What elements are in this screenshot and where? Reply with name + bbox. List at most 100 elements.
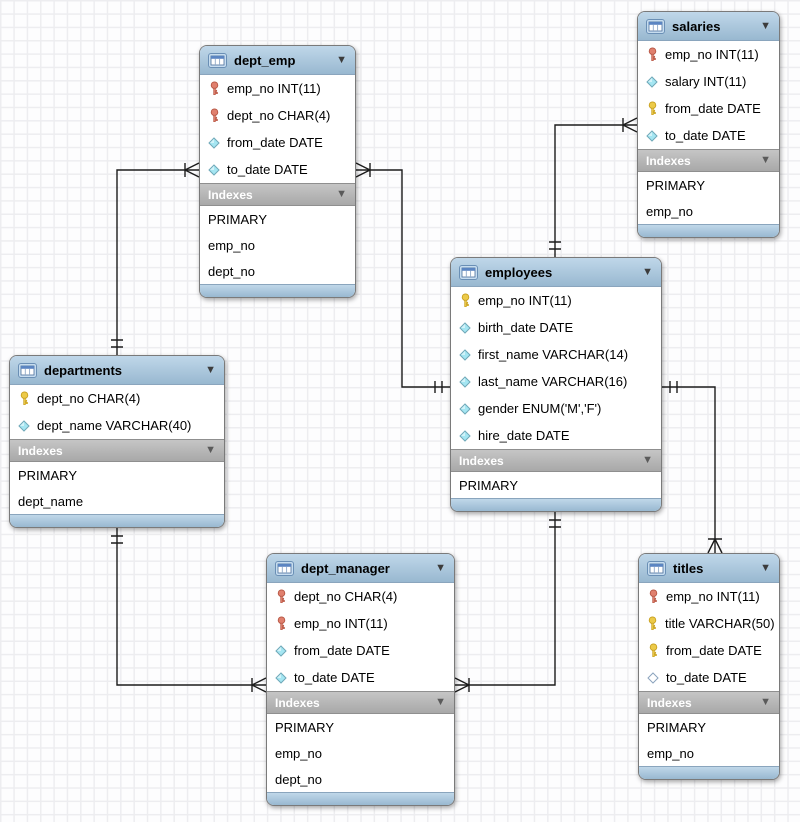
column-row[interactable]: emp_no INT(11) — [267, 610, 454, 637]
indexes-header[interactable]: Indexes ▼ — [10, 439, 224, 462]
column-row[interactable]: last_name VARCHAR(16) — [451, 368, 661, 395]
collapse-arrow-icon[interactable]: ▼ — [642, 265, 653, 278]
column-row[interactable]: hire_date DATE — [451, 422, 661, 449]
column-row[interactable]: from_date DATE — [200, 129, 355, 156]
column-text: dept_no CHAR(4) — [227, 108, 331, 123]
collapse-arrow-icon[interactable]: ▼ — [205, 363, 216, 376]
indexes-label: Indexes — [646, 153, 691, 168]
collapse-arrow-icon[interactable]: ▼ — [435, 696, 446, 708]
index-row[interactable]: PRIMARY — [267, 714, 454, 740]
index-row[interactable]: emp_no — [200, 232, 355, 258]
relationship-dept_manager-departments[interactable] — [111, 528, 267, 693]
table-footer — [639, 766, 779, 779]
indexes-header[interactable]: Indexes ▼ — [638, 149, 779, 172]
index-row[interactable]: dept_no — [267, 766, 454, 792]
column-row[interactable]: to_date DATE — [638, 122, 779, 149]
column-row[interactable]: emp_no INT(11) — [451, 287, 661, 314]
column-row[interactable]: emp_no INT(11) — [639, 583, 779, 610]
column-row[interactable]: dept_no CHAR(4) — [267, 583, 454, 610]
indexes-header[interactable]: Indexes ▼ — [200, 183, 355, 206]
table-titles[interactable]: titles ▼ emp_no INT(11) title VARCHAR(50… — [638, 553, 780, 780]
indexes-header[interactable]: Indexes ▼ — [267, 691, 454, 714]
collapse-arrow-icon[interactable]: ▼ — [642, 454, 653, 466]
table-footer — [10, 514, 224, 527]
column-row[interactable]: emp_no INT(11) — [200, 75, 355, 102]
index-row[interactable]: dept_name — [10, 488, 224, 514]
column-row[interactable]: dept_name VARCHAR(40) — [10, 412, 224, 439]
column-text: salary INT(11) — [665, 74, 747, 89]
index-row[interactable]: PRIMARY — [639, 714, 779, 740]
column-text: birth_date DATE — [478, 320, 574, 335]
index-list: PRIMARY — [451, 472, 661, 498]
index-row[interactable]: emp_no — [639, 740, 779, 766]
collapse-arrow-icon[interactable]: ▼ — [205, 444, 216, 456]
column-list: dept_no CHAR(4) emp_no INT(11) from_date… — [267, 583, 454, 691]
column-row[interactable]: from_date DATE — [267, 637, 454, 664]
index-row[interactable]: emp_no — [267, 740, 454, 766]
relationship-titles-employees[interactable] — [662, 381, 723, 554]
column-row[interactable]: dept_no CHAR(4) — [200, 102, 355, 129]
indexes-header[interactable]: Indexes ▼ — [451, 449, 661, 472]
collapse-arrow-icon[interactable]: ▼ — [760, 561, 771, 574]
cardinality-one-marker — [434, 381, 443, 393]
relationship-dept_emp-departments[interactable] — [111, 162, 200, 355]
relationship-line — [455, 512, 556, 686]
column-text: first_name VARCHAR(14) — [478, 347, 629, 362]
collapse-arrow-icon[interactable]: ▼ — [435, 561, 446, 574]
collapse-arrow-icon[interactable]: ▼ — [760, 696, 771, 708]
column-row[interactable]: salary INT(11) — [638, 68, 779, 95]
column-row[interactable]: title VARCHAR(50) — [639, 610, 779, 637]
yellow-key-icon — [18, 391, 30, 406]
column-row[interactable]: dept_no CHAR(4) — [10, 385, 224, 412]
table-header[interactable]: departments ▼ — [10, 356, 224, 385]
column-row[interactable]: first_name VARCHAR(14) — [451, 341, 661, 368]
table-header[interactable]: titles ▼ — [639, 554, 779, 583]
column-row[interactable]: to_date DATE — [639, 664, 779, 691]
index-row[interactable]: PRIMARY — [10, 462, 224, 488]
index-row[interactable]: emp_no — [638, 198, 779, 224]
red-key-icon — [275, 589, 287, 604]
table-name: titles — [673, 560, 704, 576]
column-row[interactable]: to_date DATE — [267, 664, 454, 691]
table-header[interactable]: employees ▼ — [451, 258, 661, 287]
column-text: from_date DATE — [666, 643, 762, 658]
table-header[interactable]: salaries ▼ — [638, 12, 779, 41]
column-text: emp_no INT(11) — [666, 589, 760, 604]
column-row[interactable]: from_date DATE — [638, 95, 779, 122]
indexes-label: Indexes — [208, 187, 253, 202]
table-header[interactable]: dept_emp ▼ — [200, 46, 355, 75]
table-departments[interactable]: departments ▼ dept_no CHAR(4) dept_name … — [9, 355, 225, 528]
relationship-salaries-employees[interactable] — [549, 117, 638, 257]
column-row[interactable]: emp_no INT(11) — [638, 41, 779, 68]
relationship-dept_manager-employees[interactable] — [454, 512, 561, 693]
index-row[interactable]: PRIMARY — [451, 472, 661, 498]
index-row[interactable]: PRIMARY — [200, 206, 355, 232]
column-row[interactable]: birth_date DATE — [451, 314, 661, 341]
relationship-dept_emp-employees[interactable] — [355, 162, 450, 393]
notnull-diamond-icon — [275, 671, 287, 684]
column-row[interactable]: from_date DATE — [639, 637, 779, 664]
collapse-arrow-icon[interactable]: ▼ — [336, 188, 347, 200]
indexes-header[interactable]: Indexes ▼ — [639, 691, 779, 714]
index-row[interactable]: PRIMARY — [638, 172, 779, 198]
table-header[interactable]: dept_manager ▼ — [267, 554, 454, 583]
index-row[interactable]: dept_no — [200, 258, 355, 284]
table-salaries[interactable]: salaries ▼ emp_no INT(11) salary INT(11)… — [637, 11, 780, 238]
table-footer — [267, 792, 454, 805]
table-footer — [638, 224, 779, 237]
table-footer — [451, 498, 661, 511]
table-employees[interactable]: employees ▼ emp_no INT(11) birth_date DA… — [450, 257, 662, 512]
column-list: emp_no INT(11) birth_date DATE first_nam… — [451, 287, 661, 449]
column-text: gender ENUM('M','F') — [478, 401, 602, 416]
column-row[interactable]: gender ENUM('M','F') — [451, 395, 661, 422]
yellow-key-icon — [646, 101, 658, 116]
table-dept_manager[interactable]: dept_manager ▼ dept_no CHAR(4) emp_no IN… — [266, 553, 455, 806]
collapse-arrow-icon[interactable]: ▼ — [760, 154, 771, 166]
collapse-arrow-icon[interactable]: ▼ — [336, 53, 347, 66]
collapse-arrow-icon[interactable]: ▼ — [760, 19, 771, 32]
notnull-diamond-icon — [459, 429, 471, 442]
table-dept_emp[interactable]: dept_emp ▼ emp_no INT(11) dept_no CHAR(4… — [199, 45, 356, 298]
column-row[interactable]: to_date DATE — [200, 156, 355, 183]
